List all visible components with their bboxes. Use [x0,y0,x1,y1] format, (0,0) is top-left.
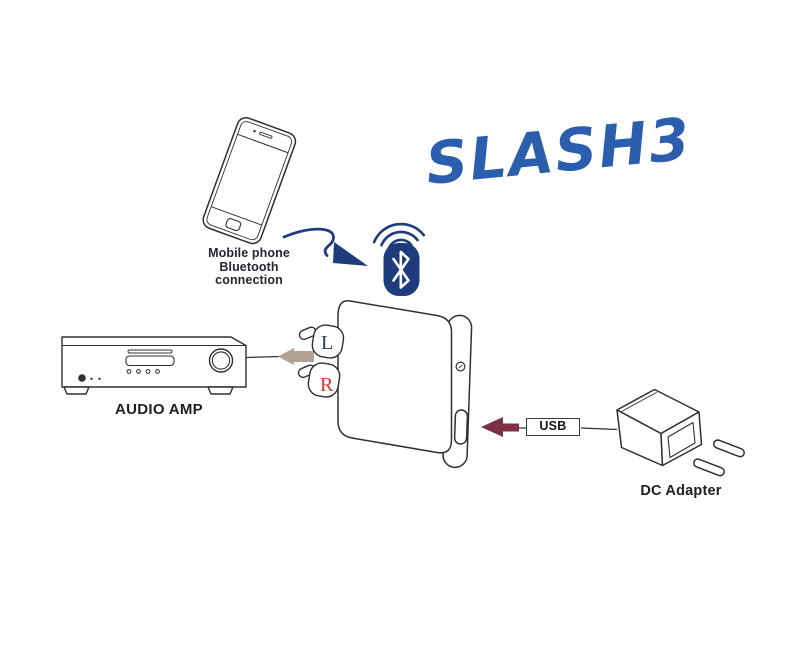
amp-display [125,355,175,367]
receiver-usb-port [453,409,469,445]
mobile-phone-illustration [202,117,297,245]
amp-slot [127,349,173,354]
amp-indicator-dot [90,377,93,380]
phone-caption: Mobile phone Bluetooth connection [191,246,307,288]
phone-caption-line: Bluetooth [219,259,279,274]
usb-to-adapter-line [580,427,618,431]
adapter-pin-upper [713,439,745,458]
phone-home-button [225,218,242,232]
audio-amp-illustration [61,336,247,395]
rca-plug-right-body [307,362,341,398]
adapter-plug-platform [667,421,696,459]
phone-caption-line: Mobile phone [208,246,290,260]
pairing-arrow-curve [282,227,335,257]
usb-label-box: USB [526,418,580,436]
phone-earpiece [259,131,273,139]
rca-plug-right [297,362,341,398]
rca-plug-left-body [311,324,345,359]
rca-right-label: R [320,374,334,396]
adapter-pin-lower [693,458,725,477]
amp-volume-knob-inner [211,351,231,370]
usb-power-arrow [481,417,519,437]
amp-foot-right [207,386,234,395]
amp-button-dot [145,369,151,374]
amp-button-dot [126,369,132,374]
bt-receiver-illustration [337,300,473,469]
amp-button-dot [155,369,160,374]
wireless-signal-icon [372,222,426,250]
brand-logo: SLASH3 [423,105,695,198]
phone-caption-line: connection [215,273,283,287]
rca-plug-left [298,324,345,359]
rca-left-label: L [321,332,333,354]
amp-power-button [78,374,86,382]
phone-bottombar-line [211,206,262,226]
bluetooth-icon [383,243,420,296]
audio-out-line [245,355,281,359]
audio-amp-label: AUDIO AMP [115,401,203,418]
pairing-arrow-head [333,242,368,266]
audio-out-arrow [278,348,314,365]
adapter-top-face-highlight [621,392,657,412]
dc-adapter-label: DC Adapter [640,483,722,499]
receiver-function-button-notch [458,364,463,369]
phone-screen-bezel [206,121,293,241]
dc-adapter-illustration [616,388,745,477]
bluetooth-rune [392,250,410,289]
amp-foot-left [63,386,90,395]
phone-topbar-line [237,133,289,154]
amp-indicator-dot [98,377,101,380]
receiver-front-face [337,300,453,454]
amp-button-dot [136,369,141,374]
phone-camera-dot [253,129,256,133]
pairing-arrow [282,227,368,266]
